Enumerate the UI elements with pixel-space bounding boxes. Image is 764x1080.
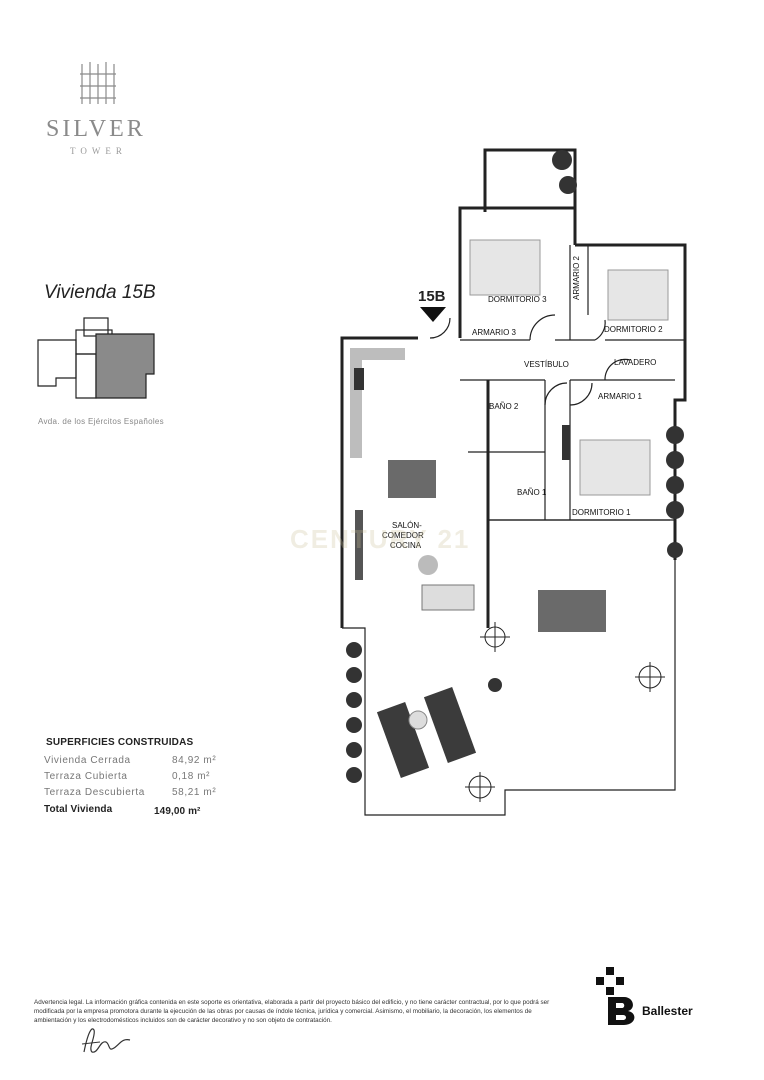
sup-row-label: Terraza Descubierta — [44, 787, 145, 798]
signature — [81, 1028, 131, 1053]
room-armario-3: ARMARIO 3 — [472, 328, 517, 337]
developer-name: Ballester — [642, 1004, 693, 1018]
legal-disclaimer: Advertencia legal. La información gráfic… — [34, 999, 550, 1024]
sup-row-value: 58,21 m² — [172, 787, 217, 798]
street-address: Avda. de los Ejércitos Españoles — [38, 417, 164, 426]
room-salon-line-3: COCINA — [390, 541, 422, 550]
watermark: CENTURY 21 — [290, 524, 471, 554]
key-plan-highlight — [95, 333, 155, 399]
room-dormitorio-2: DORMITORIO 2 — [604, 325, 663, 334]
tower-logo-icon — [80, 62, 116, 104]
brand-sub: TOWER — [70, 146, 127, 156]
sup-row-value: 84,92 m² — [172, 755, 217, 766]
sup-row-label: Vivienda Cerrada — [44, 755, 131, 766]
superficies-title: SUPERFICIES CONSTRUIDAS — [46, 737, 194, 748]
room-salon-line-1: SALÓN- — [392, 521, 422, 530]
room-salon-line-2: COMEDOR — [382, 531, 424, 540]
room-bano-1: BAÑO 1 — [517, 488, 547, 497]
unit-title: Vivienda 15B — [44, 282, 156, 303]
ballester-logo-icon — [596, 967, 635, 1025]
brand-name: SILVER — [46, 116, 146, 142]
room-lavadero: LAVADERO — [614, 358, 657, 367]
sup-total-value: 149,00 m² — [154, 806, 201, 817]
room-dormitorio-3: DORMITORIO 3 — [488, 295, 547, 304]
entry-arrow-icon — [420, 307, 446, 322]
sup-row-value: 0,18 m² — [172, 771, 211, 782]
brand-logo: SILVER TOWER — [40, 60, 160, 160]
room-armario-1: ARMARIO 1 — [598, 392, 643, 401]
unit-tag: 15B — [418, 288, 446, 305]
room-vestibulo: VESTÍBULO — [524, 360, 569, 369]
room-dormitorio-1: DORMITORIO 1 — [572, 508, 631, 517]
floor-plan — [340, 148, 687, 816]
key-plan — [37, 317, 155, 399]
room-bano-2: BAÑO 2 — [489, 402, 519, 411]
sup-total-label: Total Vivienda — [44, 804, 113, 815]
room-armario-2: ARMARIO 2 — [572, 255, 581, 300]
sup-row-label: Terraza Cubierta — [44, 771, 128, 782]
